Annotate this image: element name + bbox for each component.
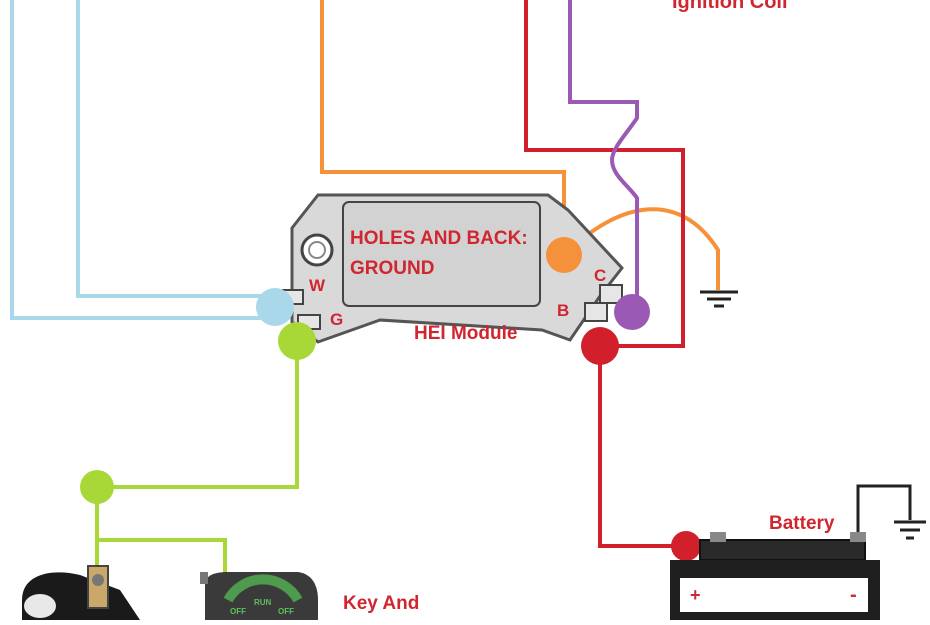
battery-plus-sign: + — [690, 585, 701, 605]
key-and-label: Key And — [343, 593, 419, 614]
red-wire-battery — [598, 346, 686, 548]
switch-off-right-label: OFF — [278, 607, 294, 616]
terminal-g-label: G — [330, 310, 343, 329]
module-label-line1: HOLES AND BACK: — [350, 228, 528, 249]
dot-red-battery — [671, 531, 701, 561]
hei-module-mount-hole — [300, 233, 334, 267]
module-label-line2: GROUND — [350, 258, 434, 279]
dot-lime-junction — [80, 470, 114, 504]
ignition-switch-icon: RUN OFF OFF — [200, 572, 318, 620]
terminal-c-label: C — [594, 266, 606, 285]
switch-run-label: RUN — [254, 598, 272, 607]
light-blue-wire-inner — [76, 0, 275, 298]
battery-icon: + - — [670, 532, 880, 620]
ignition-coil-icon — [22, 565, 140, 620]
ground-symbol-icon — [700, 290, 738, 308]
hei-module-ground-plate — [342, 201, 541, 307]
ignition-coil-label: Ignition Coil — [672, 0, 788, 13]
battery-cap — [699, 539, 866, 561]
purple-wire — [568, 0, 639, 312]
dot-red-b — [581, 327, 619, 365]
hei-module-label: HEI Module — [414, 323, 517, 344]
battery-label-panel — [680, 578, 868, 612]
battery-negative-post — [850, 532, 866, 542]
terminal-b-block — [584, 302, 608, 322]
dot-purple-c — [614, 294, 650, 330]
battery-minus-sign: - — [850, 584, 857, 606]
dot-orange-ground — [546, 237, 582, 273]
battery-ground-icon — [856, 484, 926, 546]
terminal-b-label: B — [557, 301, 569, 320]
terminal-c-block — [599, 284, 623, 304]
red-wires — [524, 0, 686, 548]
red-wire-coil-loop — [524, 0, 685, 348]
light-blue-wire-outer — [10, 0, 275, 320]
connection-dots — [80, 237, 701, 561]
hei-module-mount-hole-inner — [308, 241, 326, 259]
battery-positive-post — [710, 532, 726, 542]
dot-lime-g — [278, 322, 316, 360]
battery-label: Battery — [769, 513, 835, 534]
switch-off-left-label: OFF — [230, 607, 246, 616]
lime-wire-to-switch — [97, 538, 227, 580]
light-blue-wires — [10, 0, 275, 320]
dot-light-blue-w — [256, 288, 294, 326]
terminal-w-label: W — [309, 276, 326, 295]
lime-wires — [95, 341, 299, 580]
lime-wire-main — [97, 341, 299, 489]
